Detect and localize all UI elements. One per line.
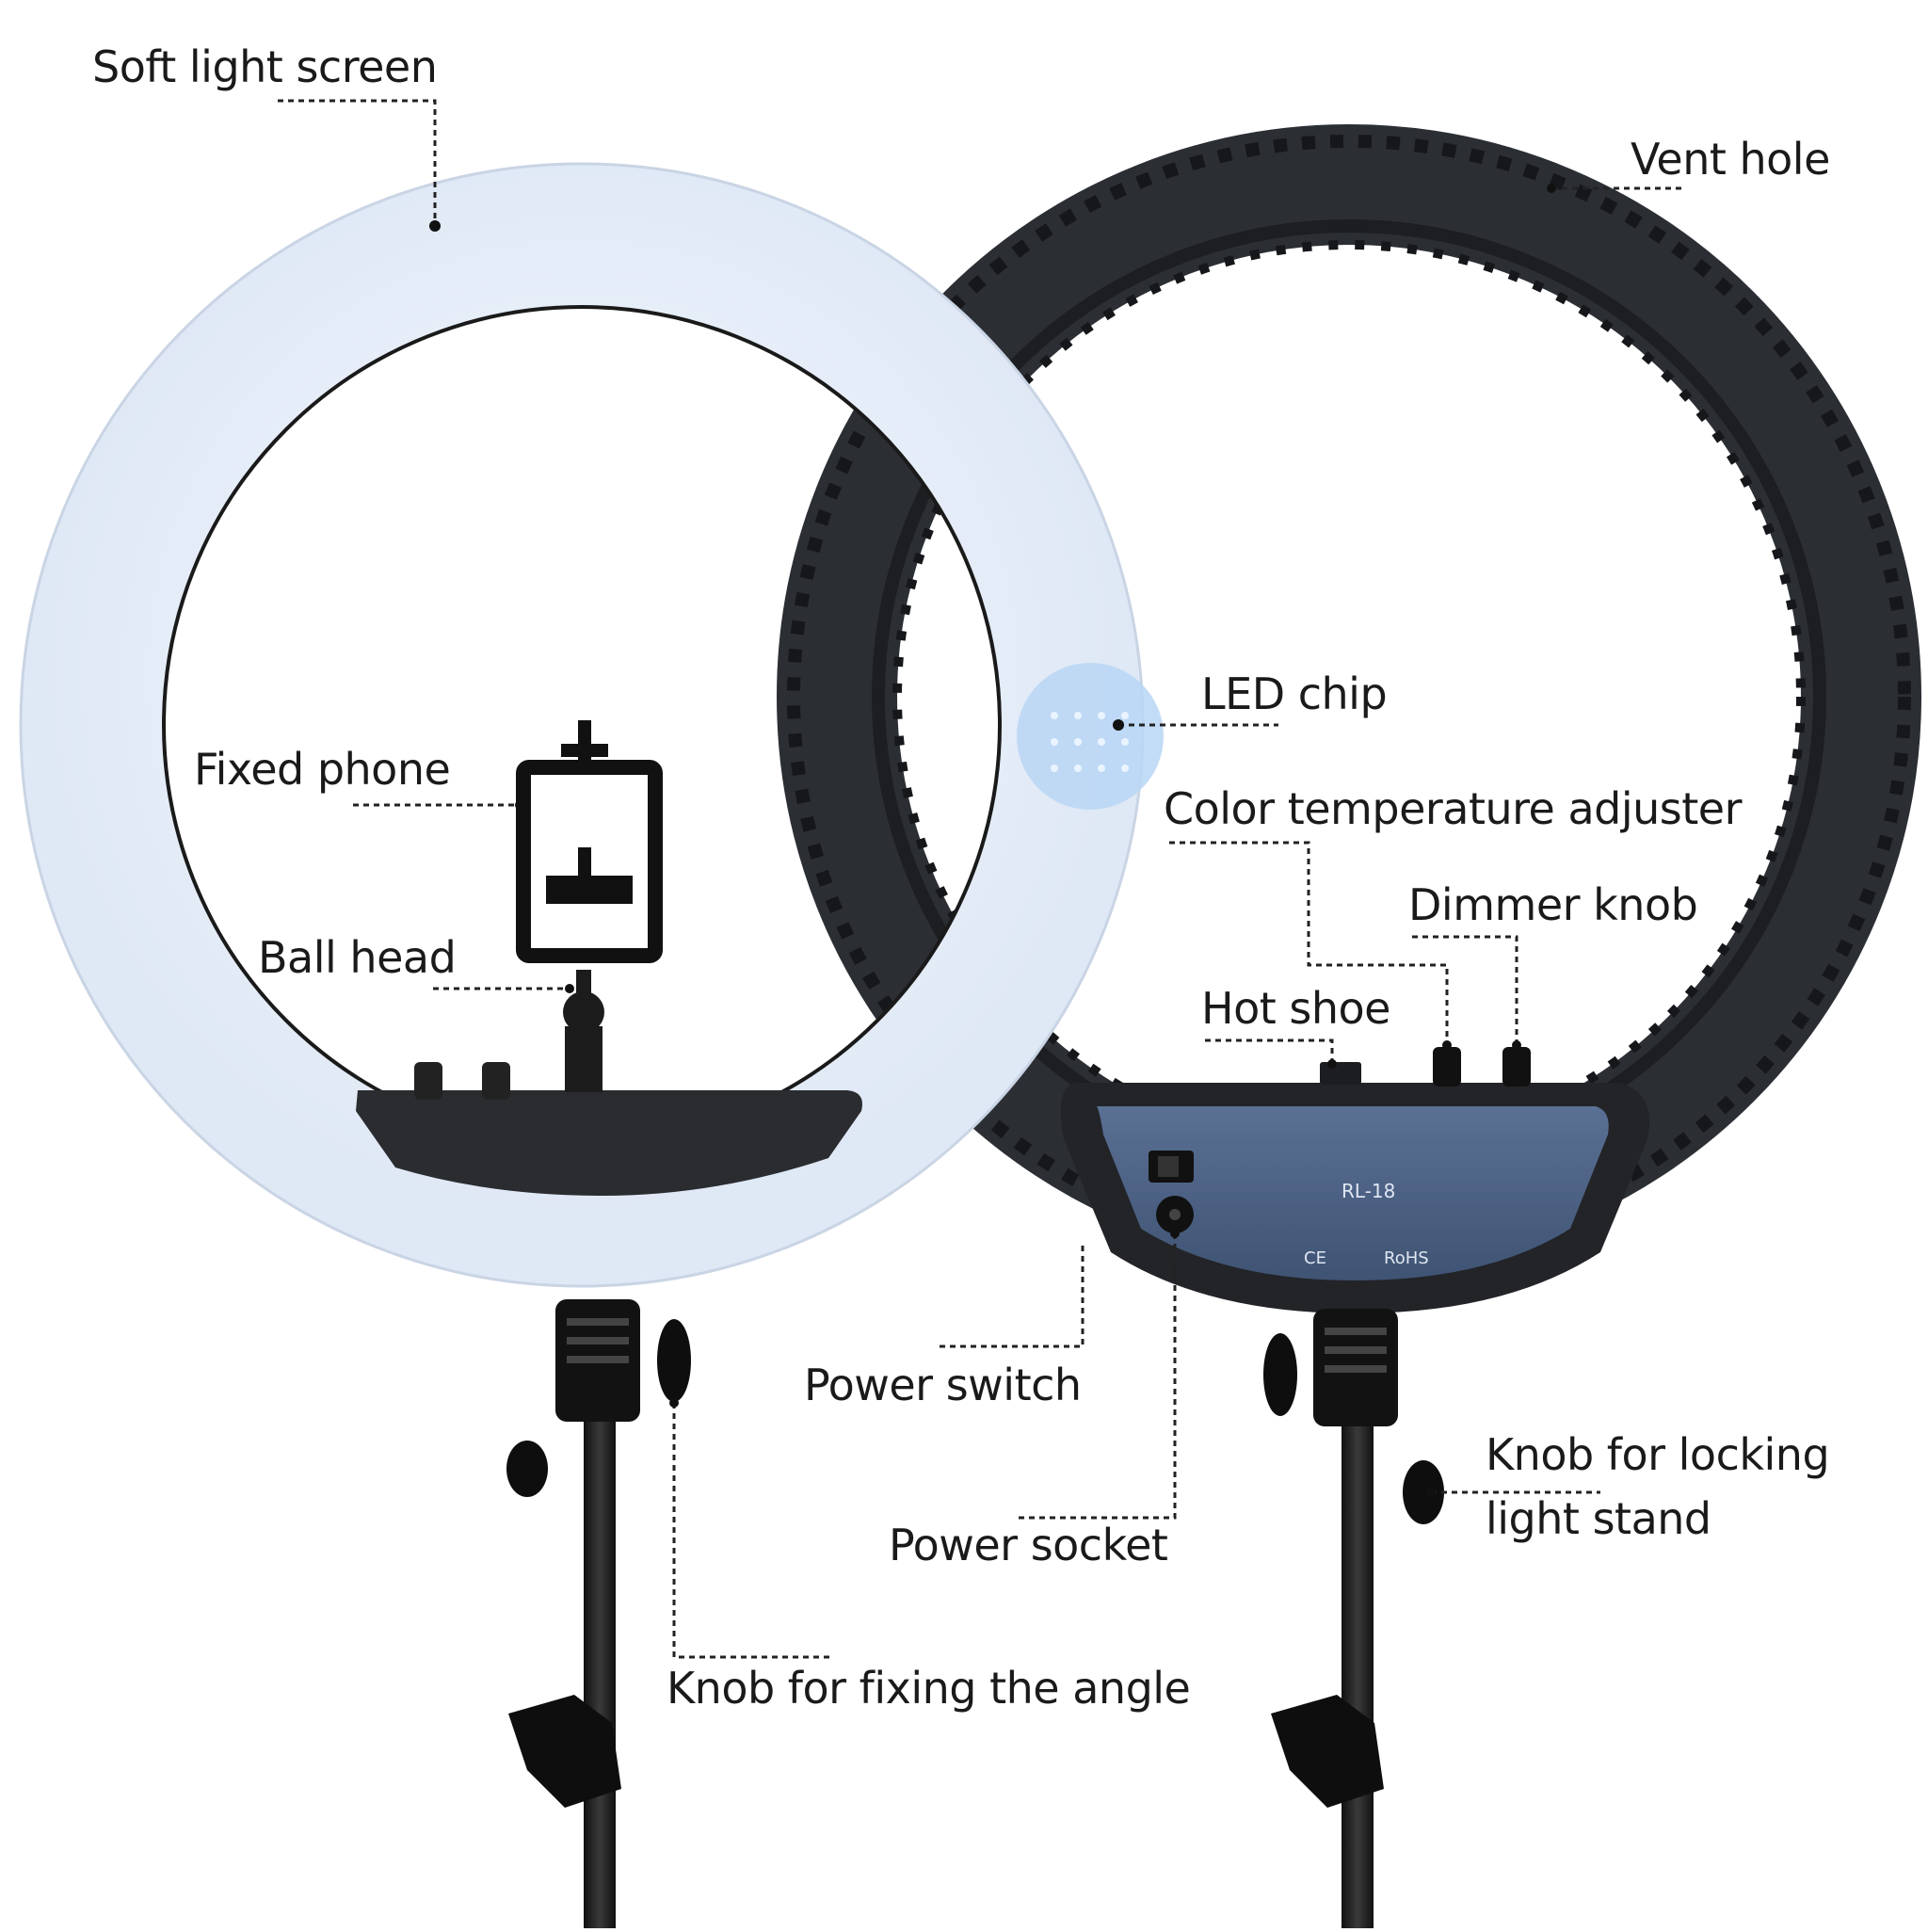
dimmer-knob[interactable] (1502, 1047, 1531, 1087)
power-switch-rocker (1158, 1156, 1179, 1177)
label-fixed-phone: Fixed phone (194, 744, 451, 795)
angle-fixing-knob[interactable] (657, 1319, 691, 1402)
back-ring-light: RL-18 CE RoHS (777, 124, 1921, 1313)
label-ball-head: Ball head (258, 932, 457, 983)
label-knob-for-locking-line2: light stand (1486, 1493, 1711, 1544)
power-socket-pin (1169, 1209, 1181, 1220)
front-knob-2[interactable] (482, 1062, 510, 1100)
label-knob-for-fixing-angle: Knob for fixing the angle (667, 1663, 1191, 1714)
back-ring-teeth (892, 240, 1806, 1153)
label-color-temperature-adjuster: Color temperature adjuster (1164, 783, 1743, 834)
back-stand-pole (1342, 1426, 1374, 1928)
front-light-stand (506, 1299, 691, 1928)
back-angle-knob[interactable] (1263, 1333, 1297, 1416)
color-temperature-knob[interactable] (1433, 1047, 1461, 1087)
label-dimmer-knob: Dimmer knob (1408, 879, 1698, 930)
panel-model: RL-18 (1342, 1180, 1395, 1202)
front-knob-1[interactable] (414, 1062, 442, 1100)
vent-hole-track (787, 135, 1911, 1259)
label-soft-light-screen: Soft light screen (92, 41, 438, 92)
front-stand-pole (584, 1422, 616, 1928)
label-power-switch: Power switch (804, 1360, 1082, 1410)
label-hot-shoe: Hot shoe (1201, 983, 1390, 1034)
label-vent-hole: Vent hole (1631, 134, 1830, 185)
leader-lines (278, 99, 1685, 1659)
led-chip-lens (1017, 663, 1164, 810)
label-knob-for-locking-line1: Knob for locking (1486, 1429, 1830, 1480)
led-chip-dots (1051, 712, 1129, 772)
hot-shoe[interactable] (1320, 1062, 1361, 1085)
panel-rohs-mark: RoHS (1384, 1248, 1429, 1268)
panel-ce-mark: CE (1304, 1248, 1326, 1268)
front-ring-light (19, 162, 1164, 1288)
ball-head[interactable] (563, 970, 604, 1092)
back-stand-clamp (1271, 1695, 1384, 1808)
fixed-phone-holder[interactable] (516, 720, 663, 963)
front-side-knob[interactable] (506, 1441, 548, 1497)
label-led-chip: LED chip (1201, 668, 1388, 719)
front-control-housing (356, 1090, 862, 1196)
label-power-socket: Power socket (889, 1520, 1168, 1570)
front-stand-clamp (508, 1695, 621, 1808)
stand-locking-knob[interactable] (1403, 1460, 1444, 1524)
back-light-stand (1263, 1309, 1444, 1928)
control-panel (1097, 1106, 1609, 1280)
